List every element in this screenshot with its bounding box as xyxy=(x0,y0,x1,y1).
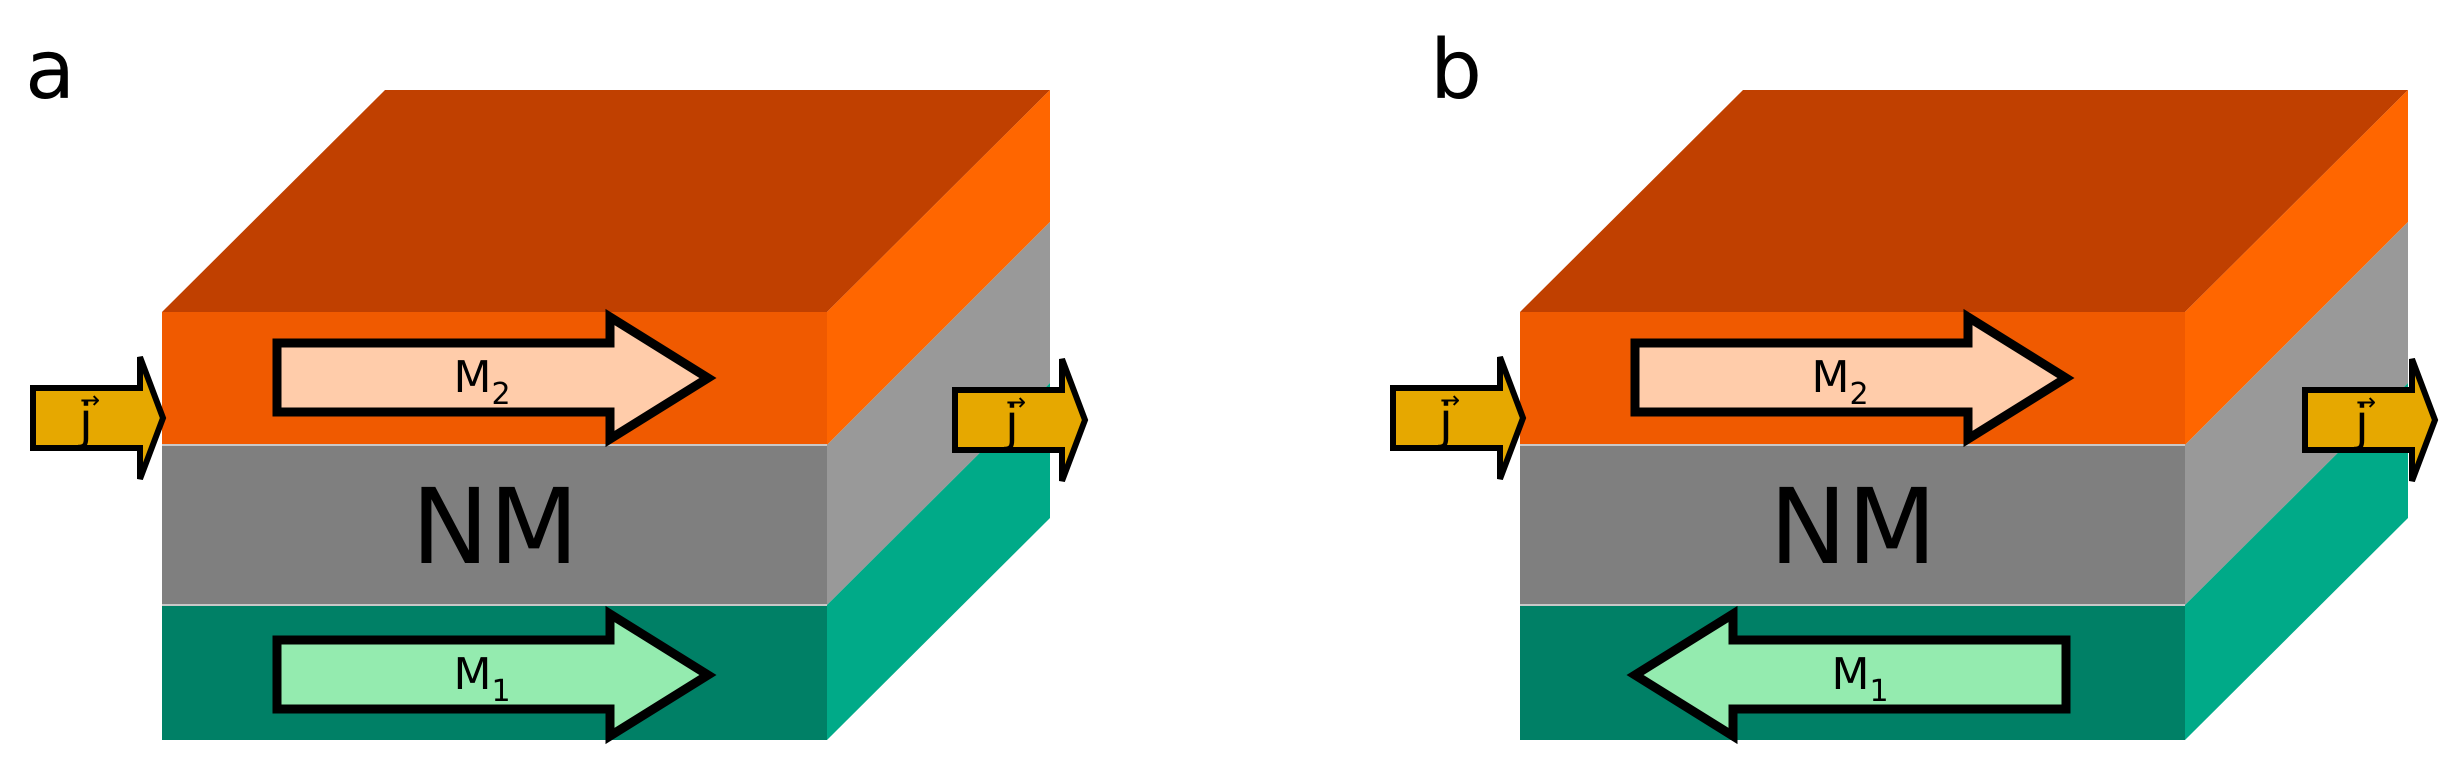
panel-a: a NM M2 M1 j → j → xyxy=(25,23,1089,745)
nonmagnetic-spacer-b xyxy=(1520,445,2185,605)
top-face-b xyxy=(1520,90,2408,312)
side-face-m1-b xyxy=(2185,383,2408,740)
panel-label-b: b xyxy=(1430,23,1482,118)
side-face-nm-a xyxy=(827,222,1050,605)
current-label-out-b: j xyxy=(2354,394,2369,452)
vector-arrow-icon: → xyxy=(2356,388,2376,416)
nonmagnetic-spacer-a xyxy=(162,445,827,605)
top-face-a xyxy=(162,90,1050,312)
current-label-out-a: j xyxy=(1004,394,1019,452)
m1-label-a: M1 xyxy=(453,649,510,709)
vector-arrow-icon: → xyxy=(1006,388,1026,416)
m2-label-a: M2 xyxy=(453,352,510,412)
panel-label-a: a xyxy=(25,23,75,118)
side-face-m2-b xyxy=(2185,90,2408,445)
side-face-m1-a xyxy=(827,383,1050,740)
m2-arrow-a xyxy=(272,308,717,448)
nm-label-b: NM xyxy=(1769,466,1937,588)
m2-arrow-b xyxy=(1630,308,2075,448)
current-label-in-a: j xyxy=(78,392,93,450)
current-in-arrow-a xyxy=(30,355,167,481)
m1-arrow-b xyxy=(1626,605,2071,745)
current-label-in-b: j xyxy=(1438,392,1453,450)
panel-b: b NM M2 M1 j → j → xyxy=(1390,23,2439,745)
m2-label-b: M2 xyxy=(1811,352,1868,412)
current-in-arrow-b xyxy=(1390,355,1527,481)
side-face-m2-a xyxy=(827,90,1050,445)
vector-arrow-icon: → xyxy=(80,386,100,414)
side-face-nm-b xyxy=(2185,222,2408,605)
nm-label-a: NM xyxy=(411,466,579,588)
m1-arrow-a xyxy=(272,605,717,745)
current-out-arrow-a xyxy=(952,357,1089,483)
current-out-arrow-b xyxy=(2302,357,2439,483)
m1-label-b: M1 xyxy=(1831,649,1888,709)
vector-arrow-icon: → xyxy=(1440,386,1460,414)
